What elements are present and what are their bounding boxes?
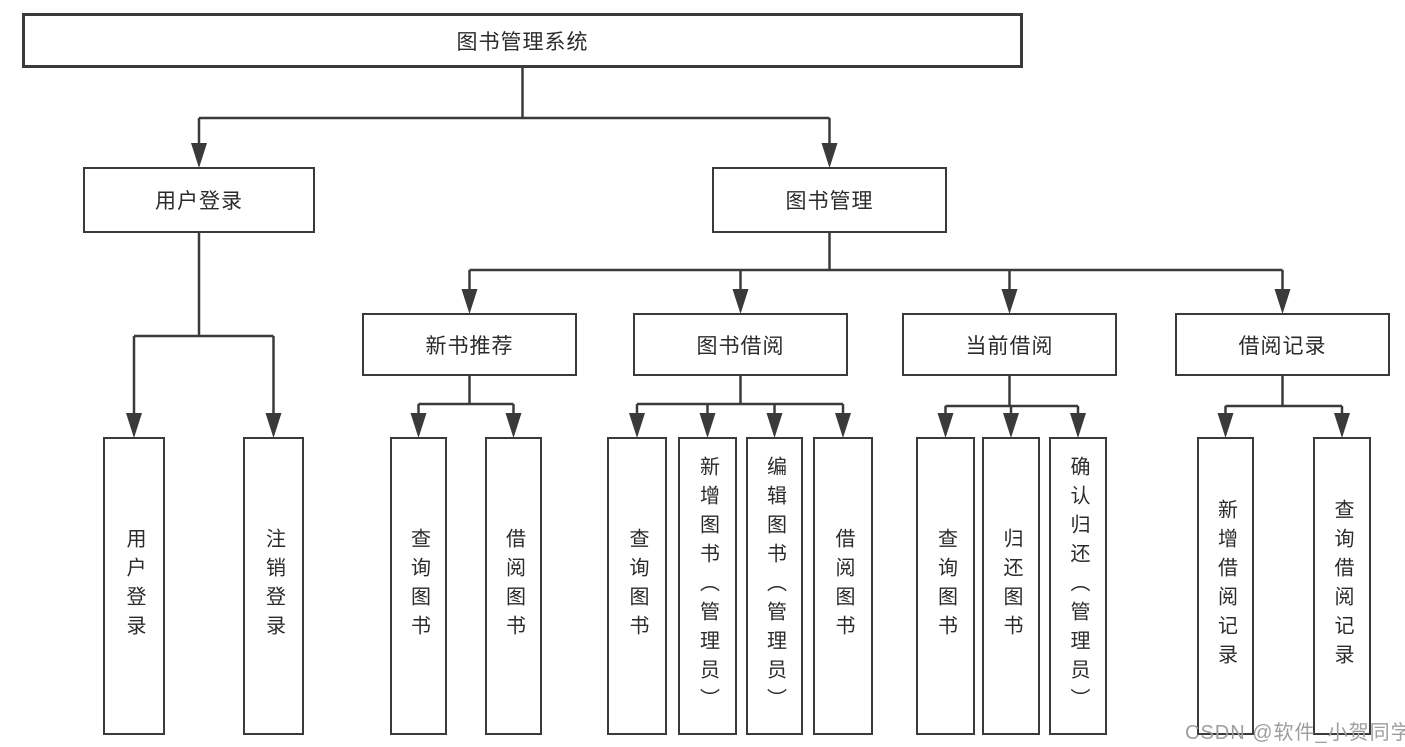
node-label: 用户登录 bbox=[123, 528, 145, 644]
node-borrowing-records: 借阅记录 bbox=[1175, 313, 1390, 376]
node-new-book-recommend: 新书推荐 bbox=[362, 313, 577, 376]
node-label: 新增图书（管理员） bbox=[696, 455, 719, 717]
node-query-books-leaf: 查询图书 bbox=[607, 437, 667, 735]
node-query-books-leaf: 查询图书 bbox=[916, 437, 975, 735]
node-label: 图书管理 bbox=[785, 190, 874, 213]
node-label: 编辑图书（管理员） bbox=[763, 455, 786, 717]
node-label: 图书借阅 bbox=[696, 334, 785, 358]
node-label: 查询借阅记录 bbox=[1331, 499, 1353, 673]
node-borrow-books-leaf: 借阅图书 bbox=[485, 437, 542, 735]
node-book-borrowing: 图书借阅 bbox=[633, 313, 848, 376]
node-label: 图书管理系统 bbox=[456, 30, 589, 54]
node-label: 确认归还（管理员） bbox=[1067, 455, 1089, 717]
node-add-books-admin-leaf: 新增图书（管理员） bbox=[678, 437, 737, 735]
node-label: 查询图书 bbox=[407, 528, 430, 644]
node-label: 借阅图书 bbox=[502, 528, 525, 644]
node-query-books-leaf: 查询图书 bbox=[390, 437, 447, 735]
node-confirm-return-admin-leaf: 确认归还（管理员） bbox=[1049, 437, 1107, 735]
node-user-login: 用户登录 bbox=[83, 167, 315, 233]
node-current-borrowing: 当前借阅 bbox=[902, 313, 1117, 376]
node-label: 归还图书 bbox=[1000, 528, 1022, 644]
node-label: 借阅记录 bbox=[1238, 334, 1327, 358]
node-logout-leaf: 注销登录 bbox=[243, 437, 304, 735]
csdn-watermark: CSDN @软件_小贺同学 bbox=[1185, 722, 1405, 744]
node-label: 当前借阅 bbox=[965, 334, 1054, 358]
node-label: 新增借阅记录 bbox=[1214, 499, 1237, 673]
node-borrow-books-leaf: 借阅图书 bbox=[813, 437, 873, 735]
node-add-borrow-record-leaf: 新增借阅记录 bbox=[1197, 437, 1254, 735]
node-library-system: 图书管理系统 bbox=[22, 13, 1023, 68]
node-label: 查询图书 bbox=[626, 528, 648, 644]
node-label: 借阅图书 bbox=[832, 528, 854, 644]
node-label: 新书推荐 bbox=[425, 334, 514, 358]
node-user-login-leaf: 用户登录 bbox=[103, 437, 165, 735]
node-edit-books-admin-leaf: 编辑图书（管理员） bbox=[746, 437, 803, 735]
node-book-management: 图书管理 bbox=[712, 167, 947, 233]
node-query-borrow-record-leaf: 查询借阅记录 bbox=[1313, 437, 1371, 735]
node-return-books-leaf: 归还图书 bbox=[982, 437, 1040, 735]
node-label: 用户登录 bbox=[155, 190, 243, 213]
node-label: 查询图书 bbox=[934, 528, 957, 644]
node-label: 注销登录 bbox=[262, 528, 285, 644]
